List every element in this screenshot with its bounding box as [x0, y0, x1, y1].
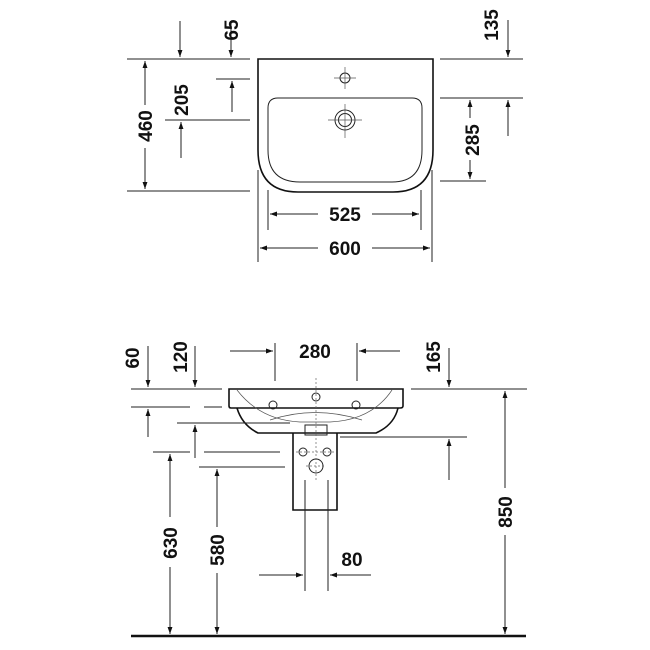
- dim-65: 65: [222, 19, 243, 41]
- dim-165: 165: [424, 341, 445, 373]
- dim-280: 280: [299, 342, 331, 363]
- dim-80: 80: [341, 550, 362, 571]
- basin-body: [236, 407, 399, 434]
- pedestal: [292, 433, 338, 511]
- dim-460: 460: [136, 110, 157, 142]
- basin-bowl: [267, 97, 423, 183]
- front-view: 60 120 280 165 850 630 580 80: [123, 341, 527, 638]
- basin-rim: [228, 388, 404, 409]
- dim-850: 850: [496, 496, 517, 528]
- dim-135: 135: [482, 9, 503, 41]
- dim-630: 630: [161, 527, 182, 559]
- basin-outline: [257, 58, 434, 193]
- dim-525: 525: [329, 205, 361, 226]
- dim-60: 60: [123, 347, 144, 368]
- dim-580: 580: [208, 534, 229, 566]
- dim-600: 600: [329, 239, 361, 260]
- dim-205: 205: [172, 84, 193, 116]
- top-view: 460 205 65 135 285 525 600: [127, 9, 523, 262]
- dim-285: 285: [463, 124, 484, 156]
- dim-120: 120: [171, 341, 192, 373]
